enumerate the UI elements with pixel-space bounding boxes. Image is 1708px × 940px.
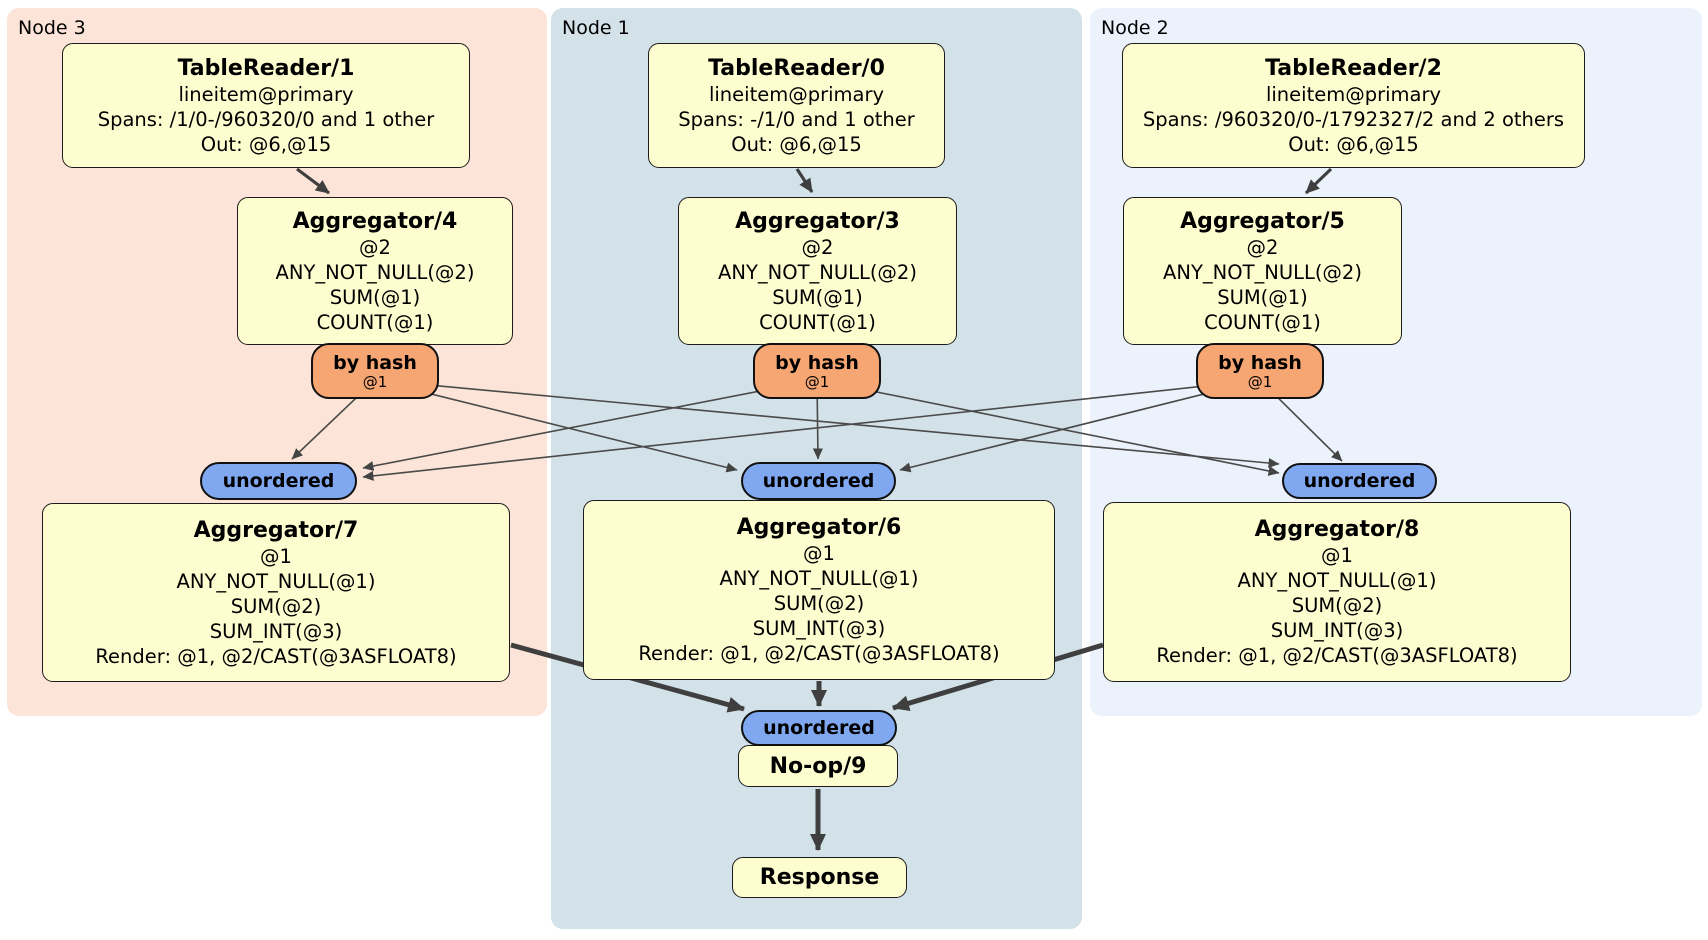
node2-label: Node 2 <box>1101 17 1169 39</box>
tablereader-2-spans: Spans: /960320/0-/1792327/2 and 2 others <box>1142 107 1565 131</box>
router-by-hash-key: @1 <box>1247 372 1273 391</box>
router-by-hash-node2: by hash @1 <box>1196 343 1324 399</box>
aggregator-7-render: Render: @1, @2/CAST(@3ASFLOAT8) <box>95 644 457 668</box>
aggregator-8-fn2: SUM(@2) <box>1291 594 1383 617</box>
aggregator-5-fn3: COUNT(@1) <box>1204 310 1321 334</box>
router-by-hash-key: @1 <box>362 372 388 391</box>
noop-9-title: No-op/9 <box>769 753 867 779</box>
node-noop-9: No-op/9 <box>738 745 898 787</box>
aggregator-6-fn3: SUM_INT(@3) <box>752 617 886 640</box>
edge-hash1-uno2 <box>816 379 1280 476</box>
aggregator-4-title: Aggregator/4 <box>292 208 458 234</box>
aggregator-5-fn2: SUM(@1) <box>1217 285 1308 309</box>
tablereader-1-out: Out: @6,@15 <box>200 132 332 156</box>
sync-unordered-node1: unordered <box>741 462 896 500</box>
tablereader-1-title: TableReader/1 <box>177 55 355 81</box>
tablereader-0-out: Out: @6,@15 <box>731 132 862 156</box>
aggregator-4-fn3: COUNT(@1) <box>316 310 434 334</box>
aggregator-8-render: Render: @1, @2/CAST(@3ASFLOAT8) <box>1156 644 1518 667</box>
aggregator-7-fn2: SUM(@2) <box>230 594 322 618</box>
tablereader-0-spans: Spans: -/1/0 and 1 other <box>678 107 915 131</box>
sync-unordered-node2: unordered <box>1282 463 1437 499</box>
aggregator-7-fn3: SUM_INT(@3) <box>209 619 343 643</box>
node-aggregator-6: Aggregator/6 @1 ANY_NOT_NULL(@1) SUM(@2)… <box>583 500 1055 680</box>
tablereader-0-index: lineitem@primary <box>708 82 885 106</box>
edge-tr1-agg4 <box>296 167 330 195</box>
aggregator-7-group: @1 <box>260 544 292 568</box>
aggregator-4-group: @2 <box>359 235 391 259</box>
aggregator-3-fn2: SUM(@1) <box>772 285 863 309</box>
tablereader-2-index: lineitem@primary <box>1265 82 1442 106</box>
aggregator-6-fn2: SUM(@2) <box>773 592 865 615</box>
tablereader-2-title: TableReader/2 <box>1265 55 1442 81</box>
tablereader-2-out: Out: @6,@15 <box>1288 132 1419 156</box>
aggregator-3-group: @2 <box>801 235 834 259</box>
edge-hash1-uno3 <box>362 379 818 471</box>
edge-hash3-uno1 <box>374 379 738 473</box>
aggregator-6-title: Aggregator/6 <box>736 515 902 540</box>
response-title: Response <box>759 865 880 890</box>
aggregator-6-fn1: ANY_NOT_NULL(@1) <box>719 567 919 590</box>
node-tablereader-2: TableReader/2 lineitem@primary Spans: /9… <box>1122 43 1585 168</box>
router-by-hash-node3: by hash @1 <box>311 343 439 399</box>
node1-label: Node 1 <box>562 17 630 39</box>
tablereader-1-spans: Spans: /1/0-/960320/0 and 1 other <box>97 107 435 131</box>
aggregator-5-group: @2 <box>1246 235 1279 259</box>
aggregator-5-title: Aggregator/5 <box>1180 208 1345 234</box>
node-aggregator-3: Aggregator/3 @2 ANY_NOT_NULL(@2) SUM(@1)… <box>678 197 957 345</box>
aggregator-5-fn1: ANY_NOT_NULL(@2) <box>1163 260 1362 284</box>
node-aggregator-5: Aggregator/5 @2 ANY_NOT_NULL(@2) SUM(@1)… <box>1123 197 1402 345</box>
edge-hash3-uno2 <box>374 379 1280 469</box>
aggregator-8-fn1: ANY_NOT_NULL(@1) <box>1237 569 1437 592</box>
sync-unordered-final: unordered <box>741 710 897 746</box>
node-tablereader-0: TableReader/0 lineitem@primary Spans: -/… <box>648 43 945 168</box>
aggregator-7-title: Aggregator/7 <box>193 517 359 543</box>
tablereader-1-index: lineitem@primary <box>178 82 354 106</box>
router-by-hash-node1: by hash @1 <box>753 343 881 399</box>
edge-hash2-uno1 <box>899 379 1261 473</box>
node-aggregator-8: Aggregator/8 @1 ANY_NOT_NULL(@1) SUM(@2)… <box>1103 502 1571 682</box>
node-aggregator-4: Aggregator/4 @2 ANY_NOT_NULL(@2) SUM(@1)… <box>237 197 513 345</box>
edge-tr2-agg5 <box>1304 167 1333 195</box>
sync-unordered-node3: unordered <box>200 462 357 500</box>
aggregator-8-group: @1 <box>1321 544 1353 567</box>
node-aggregator-7: Aggregator/7 @1 ANY_NOT_NULL(@1) SUM(@2)… <box>42 503 510 682</box>
aggregator-4-fn1: ANY_NOT_NULL(@2) <box>275 260 475 284</box>
aggregator-3-title: Aggregator/3 <box>735 208 900 234</box>
aggregator-6-group: @1 <box>803 542 835 565</box>
aggregator-6-render: Render: @1, @2/CAST(@3ASFLOAT8) <box>638 642 1000 665</box>
aggregator-7-fn1: ANY_NOT_NULL(@1) <box>176 569 376 593</box>
router-by-hash-key: @1 <box>804 372 830 391</box>
edge-hash2-uno3 <box>362 379 1261 481</box>
aggregator-3-fn3: COUNT(@1) <box>759 310 876 334</box>
node-response: Response <box>732 857 907 898</box>
node-tablereader-1: TableReader/1 lineitem@primary Spans: /1… <box>62 43 470 168</box>
router-by-hash-label: by hash <box>333 351 417 374</box>
aggregator-4-fn2: SUM(@1) <box>329 285 421 309</box>
aggregator-8-fn3: SUM_INT(@3) <box>1270 619 1404 642</box>
edge-tr0-agg3 <box>795 168 814 193</box>
router-by-hash-label: by hash <box>775 351 859 374</box>
router-by-hash-label: by hash <box>1218 351 1302 374</box>
aggregator-8-title: Aggregator/8 <box>1254 517 1420 542</box>
node3-label: Node 3 <box>18 17 86 39</box>
aggregator-3-fn1: ANY_NOT_NULL(@2) <box>718 260 917 284</box>
tablereader-0-title: TableReader/0 <box>708 55 885 81</box>
